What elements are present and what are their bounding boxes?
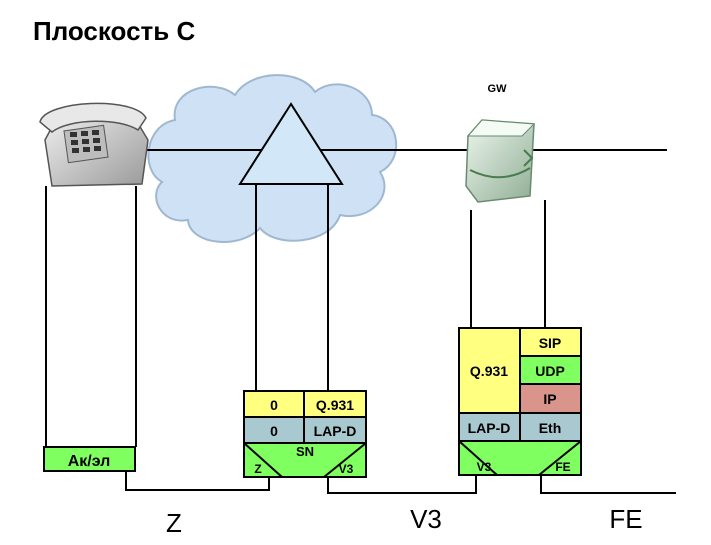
gateway-label: GW	[488, 83, 508, 95]
sn-row1-left: 0	[270, 397, 278, 413]
sn-node-label: SN	[296, 444, 314, 459]
interface-z-label: Z	[166, 508, 182, 538]
gateway-server-icon	[465, 119, 536, 203]
sn-port-v3: V3	[339, 462, 354, 476]
gw-ip: IP	[543, 391, 556, 407]
interface-fe-label: FE	[609, 504, 642, 534]
subscriber-block: Ак/эл	[43, 446, 136, 472]
interface-v3-label: V3	[410, 504, 442, 534]
gw-udp: UDP	[535, 363, 565, 379]
gw-block: Q.931 SIP UDP IP LAP-D Eth V3 FE	[458, 327, 582, 476]
sn-block: 0 Q.931 0 LAP-D SN Z V3	[243, 390, 367, 478]
sn-row2-left: 0	[270, 423, 278, 439]
telephone-icon	[39, 102, 149, 187]
gw-sip: SIP	[539, 335, 562, 351]
sn-port-z: Z	[254, 462, 261, 476]
gw-eth: Eth	[539, 420, 562, 436]
sn-row1-right: Q.931	[316, 397, 354, 413]
page-title: Плоскость С	[33, 16, 196, 46]
interface-lines	[125, 471, 676, 494]
subscriber-label: Ак/эл	[68, 453, 111, 470]
gw-q931: Q.931	[470, 363, 508, 379]
sn-row2-right: LAP-D	[314, 423, 357, 439]
gw-port-fe: FE	[555, 460, 570, 474]
gw-port-v3: V3	[477, 460, 492, 474]
gw-lapd: LAP-D	[468, 420, 511, 436]
switch-triangle-icon	[238, 102, 344, 185]
